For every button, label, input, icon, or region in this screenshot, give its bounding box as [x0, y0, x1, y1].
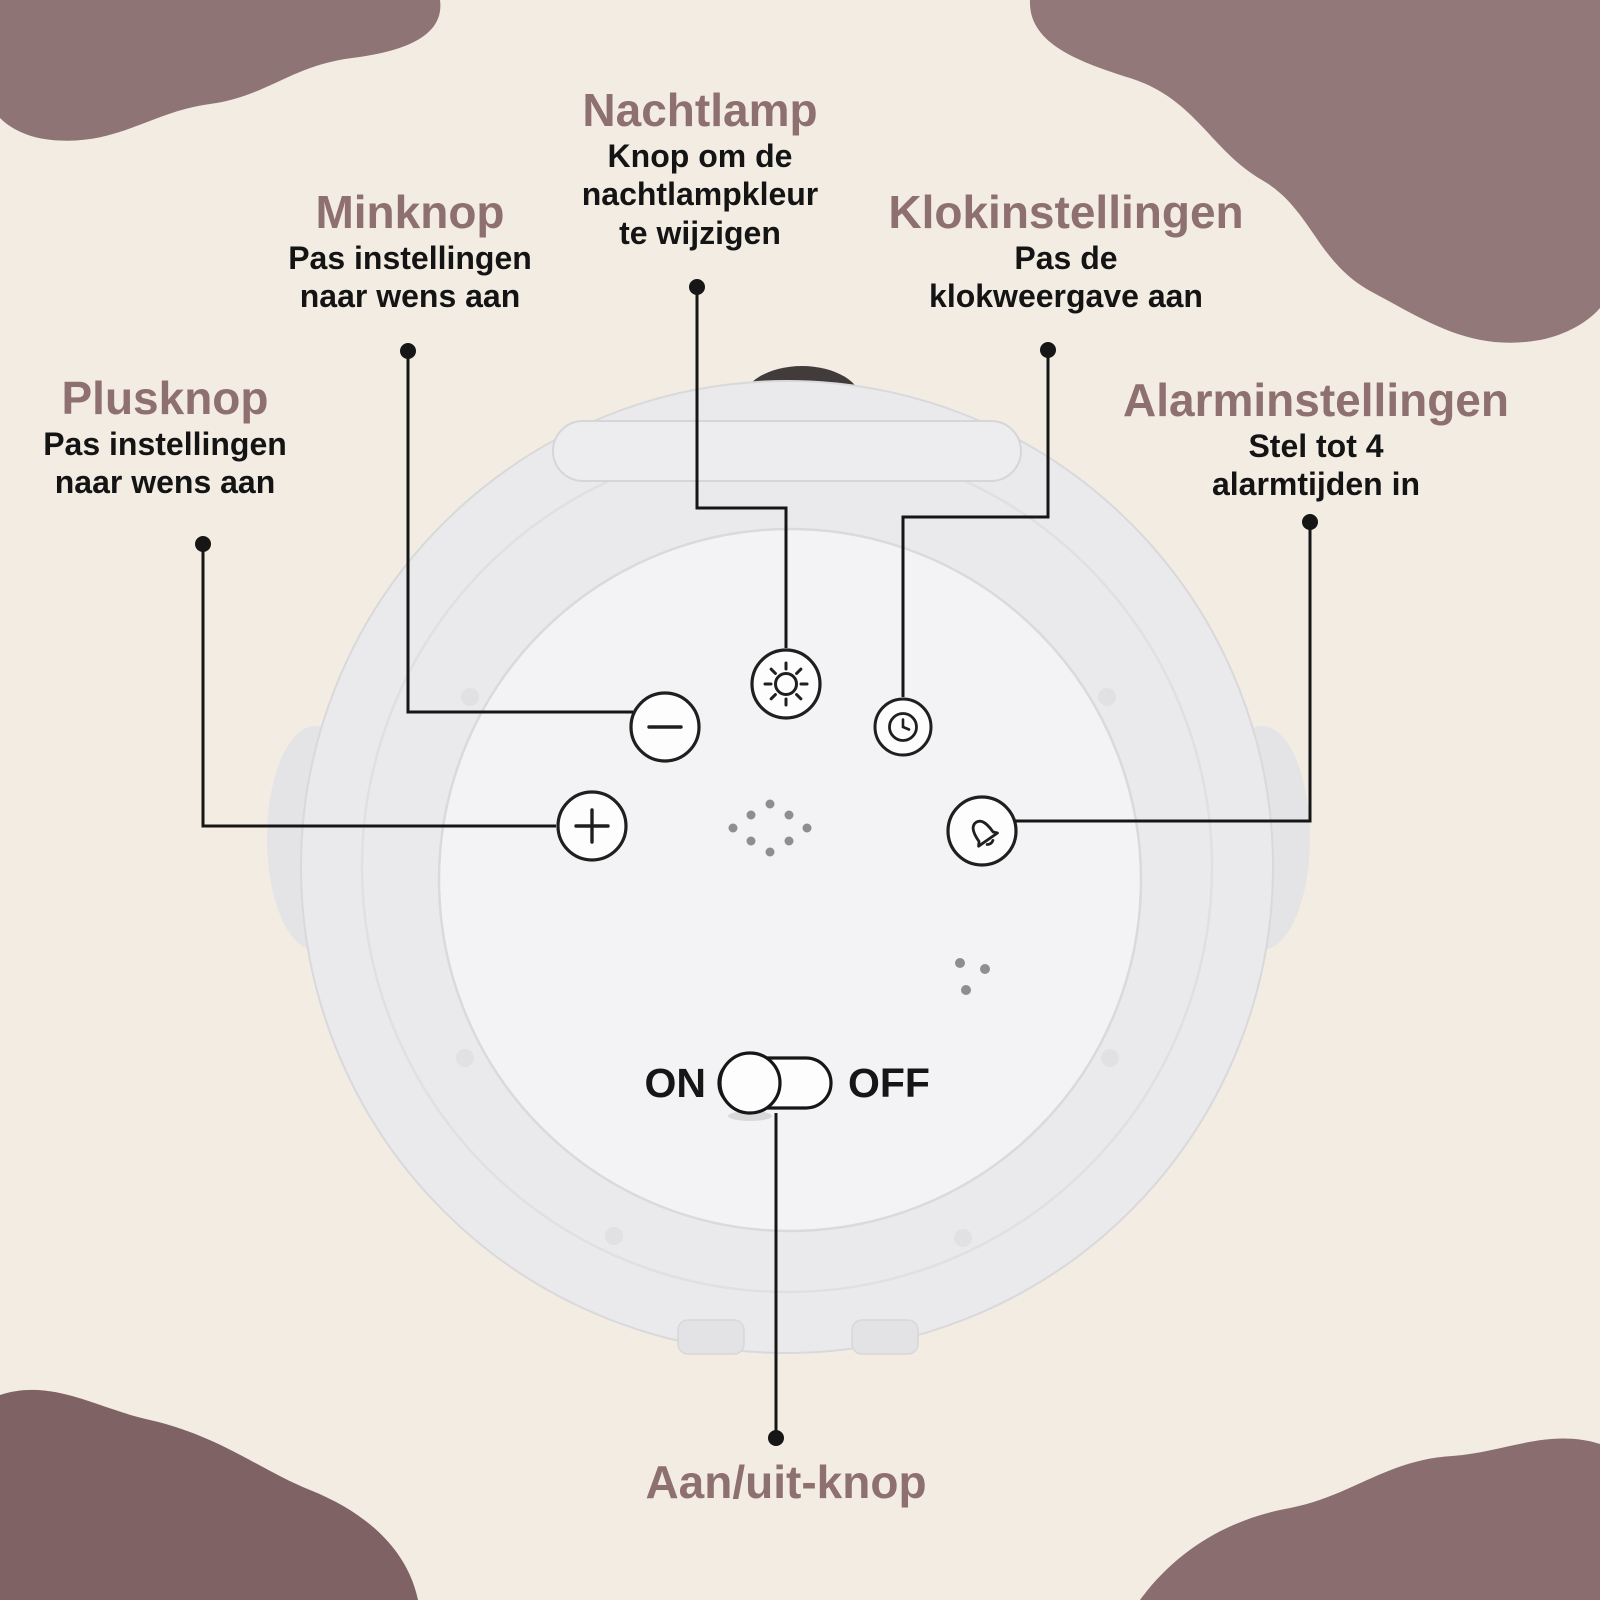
alarminstellingen-title: Alarminstellingen [1123, 374, 1509, 426]
minknop-desc-line2: naar wens aan [299, 278, 521, 315]
power-off-label: OFF [848, 1060, 930, 1106]
blob-bottom-left [0, 1389, 418, 1600]
klokinstellingen-desc-line2: klokweergave aan [929, 278, 1203, 315]
plusknop-desc-line2: naar wens aan [54, 464, 276, 501]
minknop-desc-line1: Pas instellingen [288, 239, 532, 276]
alarm-button [946, 795, 1018, 867]
reset-holes [955, 958, 990, 995]
power-on-label: ON [645, 1060, 707, 1106]
minknop-line [400, 343, 633, 714]
callout-minknop: Minknop Pas instellingen naar wens aan [288, 186, 532, 316]
nachtlamp-title: Nachtlamp [582, 84, 818, 136]
nachtlamp-line [689, 279, 788, 648]
bell-icon [971, 819, 999, 848]
sun-icon [763, 661, 809, 707]
clock-button [873, 697, 933, 757]
callout-lines [195, 279, 1318, 1446]
nachtlamp-desc-line2: nachtlampkleur [581, 176, 819, 213]
callout-plusknop: Plusknop Pas instellingen naar wens aan [43, 372, 287, 502]
device-back-view: ON OFF [267, 366, 1310, 1355]
minus-button [629, 691, 701, 763]
aanuit-title: Aan/uit-knop [645, 1456, 927, 1508]
top-handle [552, 420, 1022, 482]
minknop-title: Minknop [315, 186, 505, 238]
callout-nachtlamp: Nachtlamp Knop om de nachtlampkleur te w… [582, 84, 819, 252]
plusknop-title: Plusknop [61, 372, 269, 424]
aanuit-line [768, 1113, 784, 1446]
nachtlamp-desc-line3: te wijzigen [619, 214, 781, 251]
plus-icon [574, 808, 610, 844]
callout-klokinstellingen: Klokinstellingen Pas de klokweergave aan [888, 186, 1243, 316]
nachtlamp-desc-line1: Knop om de [607, 137, 793, 174]
screw-dots [456, 688, 1119, 1247]
clock-icon [888, 712, 918, 742]
bottom-tab-right [851, 1319, 919, 1355]
alarminstellingen-desc-line1: Stel tot 4 [1248, 427, 1384, 464]
callout-alarminstellingen: Alarminstellingen Stel tot 4 alarmtijden… [1123, 374, 1509, 504]
klokinstellingen-line [901, 342, 1056, 697]
nightlight-button [750, 648, 822, 720]
toggle-knob [718, 1051, 782, 1115]
bottom-tab-left [677, 1319, 745, 1355]
callout-aanuit: Aan/uit-knop [645, 1456, 926, 1509]
blob-top-right [1029, 0, 1600, 343]
toggle-shadow [728, 1111, 772, 1121]
alarminstellingen-line [1015, 514, 1318, 823]
plusknop-desc-line1: Pas instellingen [43, 425, 287, 462]
speaker-holes [728, 799, 812, 857]
plusknop-line [195, 536, 556, 828]
power-switch: ON OFF [645, 1051, 930, 1121]
blob-top-left [0, 0, 441, 141]
klokinstellingen-title: Klokinstellingen [888, 186, 1244, 238]
plus-button [556, 790, 628, 862]
alarminstellingen-desc-line2: alarmtijden in [1211, 466, 1421, 503]
blob-bottom-right [1140, 1438, 1600, 1600]
device-inner-panel [437, 527, 1143, 1233]
klokinstellingen-desc-line1: Pas de [1014, 239, 1118, 276]
